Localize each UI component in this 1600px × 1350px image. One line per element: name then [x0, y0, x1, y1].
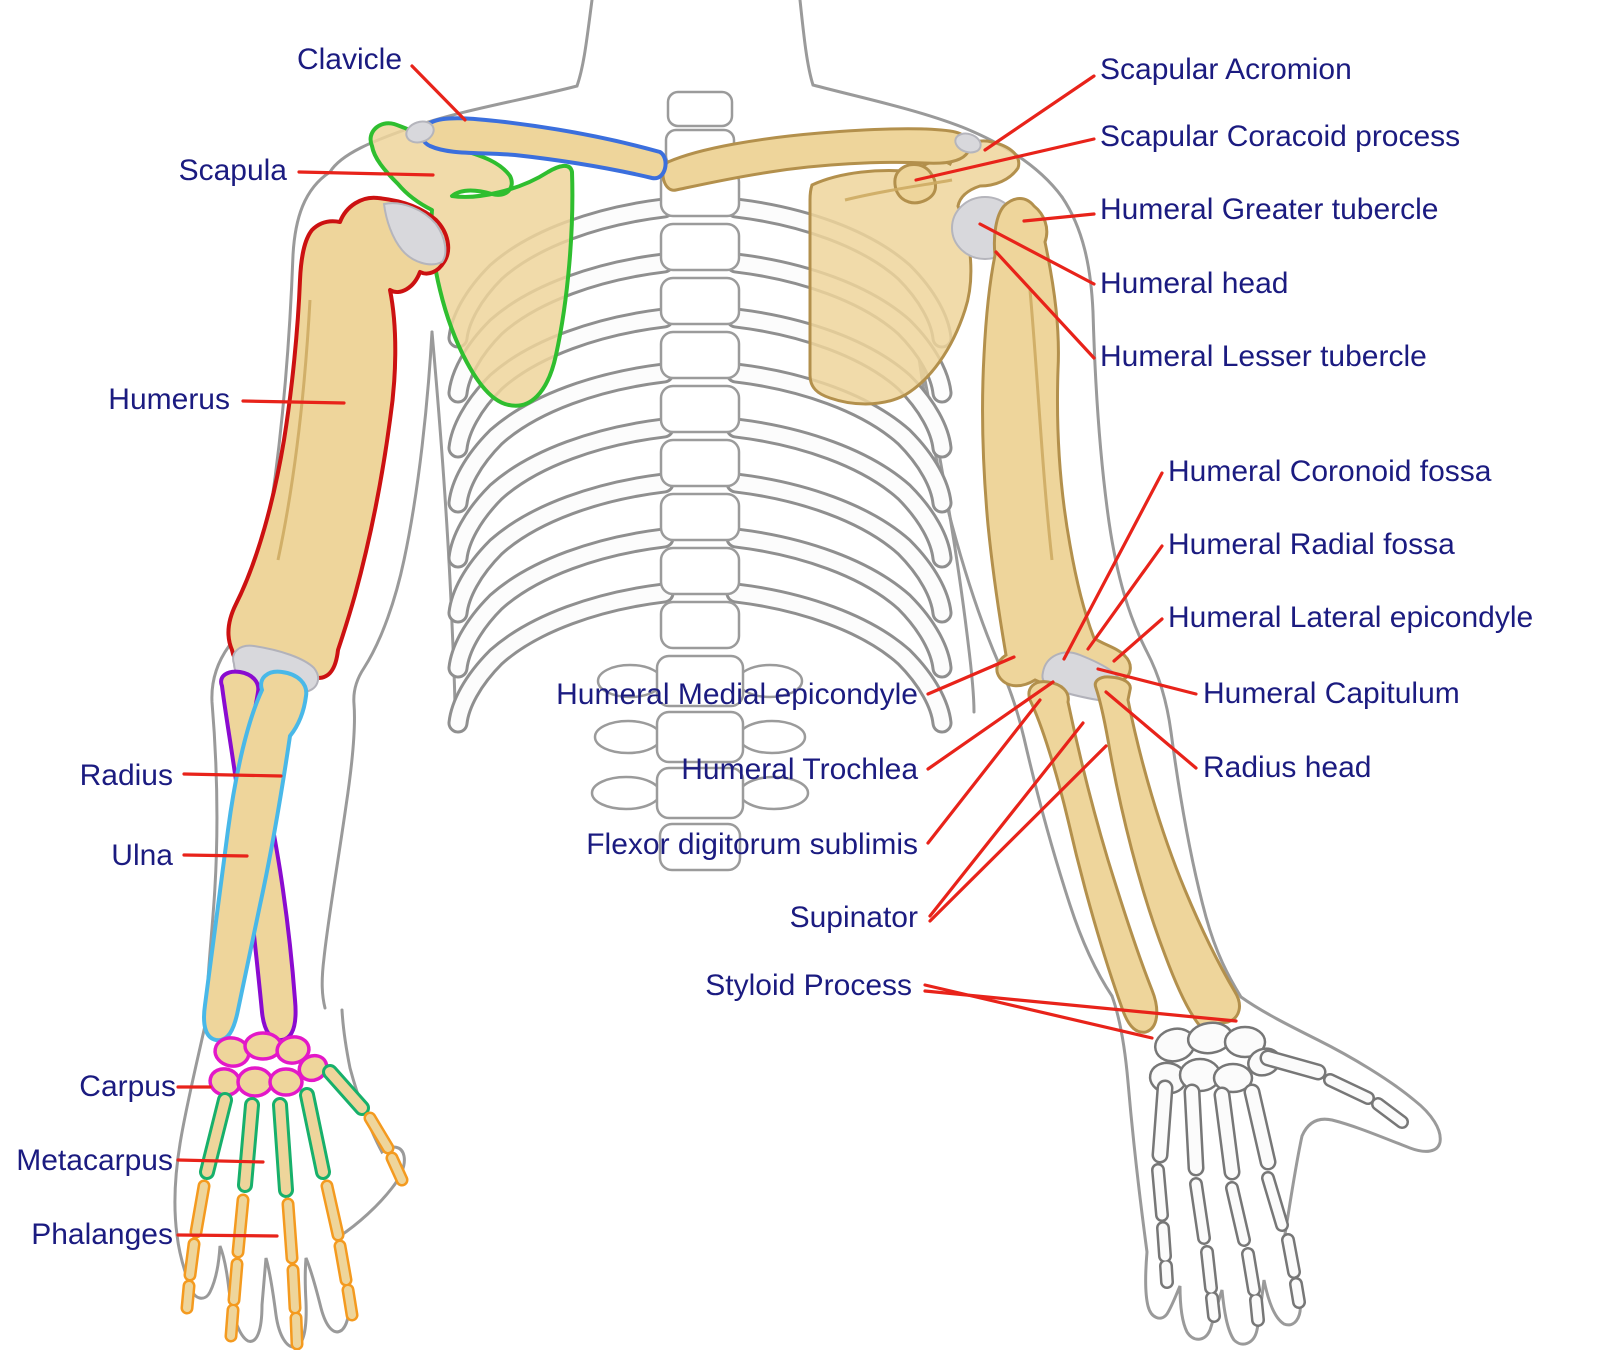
label-humeral-medial-epicondyle: Humeral Medial epicondyle: [556, 678, 918, 711]
right-acromial-cartilage: [954, 132, 982, 154]
right-ulna-bone: [1027, 680, 1159, 1034]
leader-coronoid-fossa: [1062, 471, 1164, 661]
label-metacarpus: Metacarpus: [16, 1144, 173, 1177]
right-clavicle-bone: [661, 127, 971, 192]
leader-lesser-tubercle: [994, 250, 1096, 360]
leader-ulna: [182, 853, 249, 858]
leader-metacarpus: [176, 1158, 265, 1164]
label-flexor-digitorum-sublimis: Flexor digitorum sublimis: [586, 828, 918, 861]
right-scapula-ridge: [844, 178, 953, 202]
right-radius-bone: [1093, 675, 1241, 1028]
right-humerus-bone: [981, 197, 1132, 688]
left-clavicle-bone: [420, 116, 668, 181]
left-hand-bones: [180, 1031, 409, 1350]
leader-scapular-coracoid: [914, 137, 1096, 182]
leader-lines: [176, 64, 1238, 1238]
label-clavicle: Clavicle: [296, 43, 402, 76]
label-scapular-coracoid-process: Scapular Coracoid process: [1100, 120, 1461, 153]
label-humerus: Humerus: [108, 383, 230, 416]
leader-greater-tubercle: [1022, 212, 1096, 223]
label-humeral-head: Humeral head: [1100, 267, 1289, 300]
left-humerus-bone: [226, 195, 451, 680]
left-arm-bones: [202, 116, 668, 1043]
label-humeral-lesser-tubercle: Humeral Lesser tubercle: [1100, 340, 1427, 373]
leader-medial-epicondyle: [926, 655, 1016, 696]
label-humeral-radial-fossa: Humeral Radial fossa: [1168, 528, 1455, 561]
label-humeral-greater-tubercle: Humeral Greater tubercle: [1100, 193, 1439, 226]
label-humeral-coronoid-fossa: Humeral Coronoid fossa: [1168, 455, 1492, 488]
leader-radius: [182, 772, 283, 778]
leader-styloid-2: [923, 989, 1238, 1023]
leader-flexor: [926, 698, 1042, 845]
spine: [590, 90, 810, 872]
right-humerus-ridge: [1028, 289, 1054, 561]
left-acromial-cartilage: [405, 120, 435, 144]
right-hand-outline: [1110, 994, 1442, 1346]
leader-scapular-acromion: [983, 74, 1096, 152]
leader-humeral-head: [978, 222, 1096, 286]
leader-humerus: [241, 399, 346, 405]
label-humeral-trochlea: Humeral Trochlea: [681, 753, 918, 786]
right-hand-bones: [1148, 1021, 1409, 1327]
leader-supinator-2: [928, 744, 1108, 923]
label-humeral-capitulum: Humeral Capitulum: [1203, 677, 1460, 710]
label-ulna: Ulna: [111, 839, 173, 872]
label-radius: Radius: [79, 759, 173, 792]
label-scapula: Scapula: [178, 154, 287, 187]
right-shoulder-bones: [661, 127, 1241, 1034]
leader-phalanges: [176, 1233, 279, 1238]
left-humerus-ridge: [276, 299, 312, 561]
left-carpus-bones: [208, 1031, 329, 1098]
label-phalanges: Phalanges: [31, 1218, 173, 1251]
leader-clavicle: [410, 64, 467, 122]
leader-capitulum: [1096, 667, 1198, 696]
leader-supinator-1: [928, 721, 1085, 918]
label-radius-head: Radius head: [1203, 751, 1372, 784]
leader-lateral-epicondyle: [1112, 617, 1164, 663]
leader-radial-fossa: [1086, 544, 1164, 651]
label-humeral-lateral-epicondyle: Humeral Lateral epicondyle: [1168, 601, 1534, 634]
leader-trochlea: [926, 680, 1055, 771]
label-carpus: Carpus: [79, 1070, 176, 1103]
left-ulna-bone: [202, 669, 309, 1043]
label-styloid-process: Styloid Process: [705, 969, 912, 1002]
left-phalanges-bones: [180, 1111, 409, 1350]
left-glenoid-cartilage: [382, 202, 447, 266]
leader-radius-head: [1104, 690, 1198, 770]
label-supinator: Supinator: [789, 901, 918, 934]
leader-scapula: [297, 170, 435, 177]
label-scapular-acromion: Scapular Acromion: [1100, 53, 1352, 86]
right-coracoid-process: [893, 163, 937, 205]
